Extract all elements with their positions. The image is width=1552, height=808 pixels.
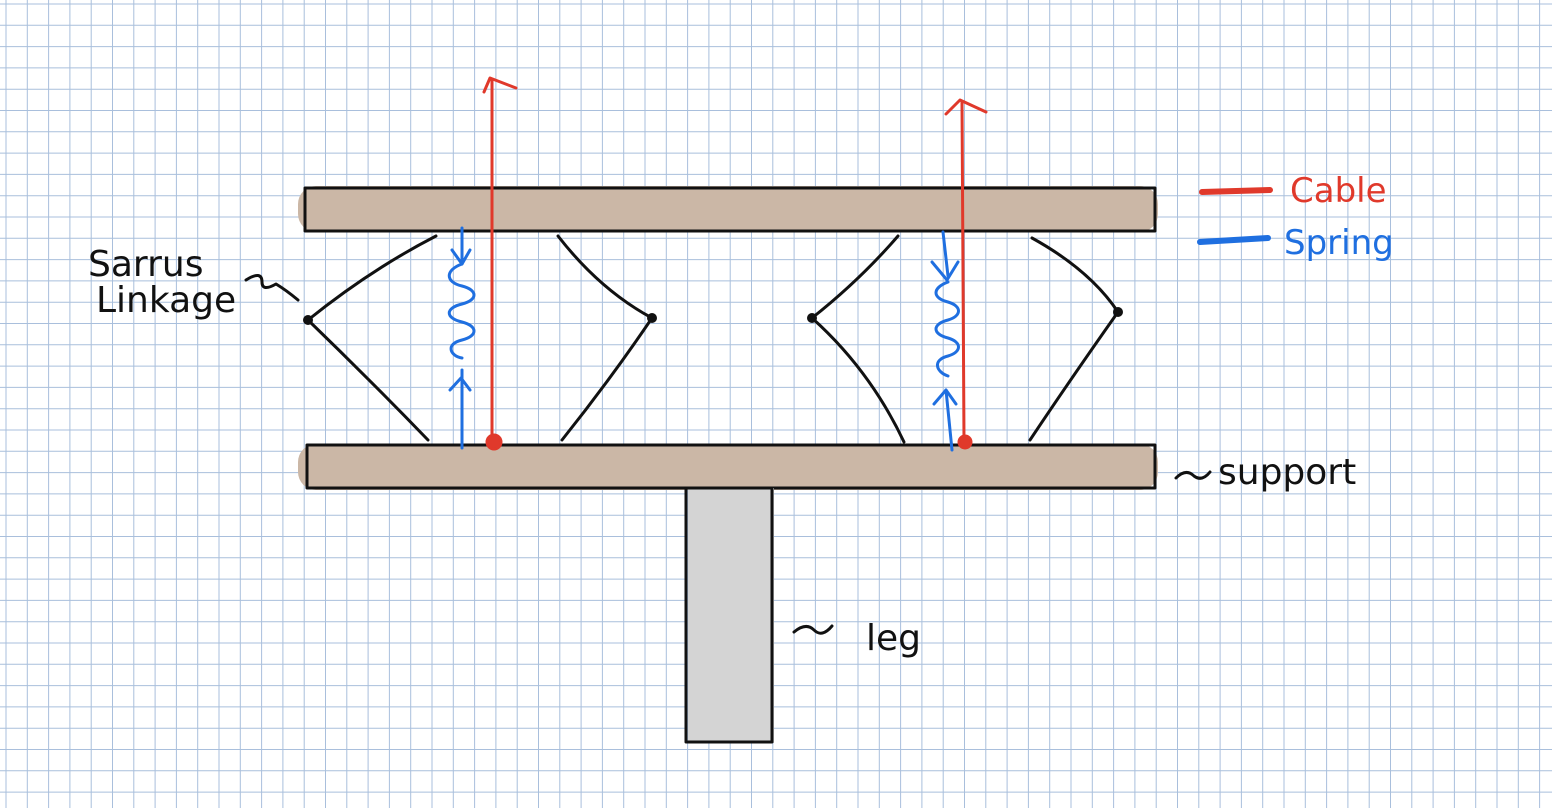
spring-arrow-down: [930, 260, 960, 282]
spring-arrow-up: [448, 376, 472, 392]
sarrus-linkage-label: Sarrus Linkage: [88, 244, 300, 321]
legend-cable-label: Cable: [1290, 171, 1387, 211]
legend-cable-swatch: [1199, 187, 1273, 195]
legend-spring-label: Spring: [1284, 223, 1394, 263]
linkage-arm: [1028, 310, 1120, 442]
spring-coil: [447, 262, 476, 360]
linkage-joint: [647, 313, 657, 323]
right-spring: [930, 230, 960, 452]
left-cable: [482, 76, 518, 451]
left-spring: [447, 226, 476, 450]
legend-spring-swatch: [1197, 235, 1271, 245]
leg-leader-squiggle: [792, 624, 834, 635]
left-linkage-arms: [303, 234, 657, 442]
linkage-arm: [810, 316, 906, 444]
linkage-arm: [1030, 236, 1120, 314]
linkage-arm: [306, 318, 430, 442]
leg: [684, 486, 774, 744]
spring-coil: [934, 280, 960, 378]
linkage-joint: [303, 315, 313, 325]
right-linkage-arms: [807, 234, 1123, 444]
support-leader-squiggle: [1174, 470, 1212, 480]
support-plate: [298, 443, 1158, 490]
sarrus-label-line2: Linkage: [96, 280, 236, 321]
linkage-joint: [807, 313, 817, 323]
sarrus-label-line1: Sarrus: [88, 244, 203, 285]
linkage-arm: [306, 234, 438, 322]
cable-arrow-up: [482, 76, 518, 94]
leg-fill: [688, 488, 774, 743]
leg-outline: [684, 486, 774, 744]
linkage-arm: [560, 316, 654, 442]
leg-label-text: leg: [866, 618, 921, 659]
linkage-arm: [556, 234, 654, 320]
linkage-arm: [810, 234, 900, 320]
leg-label: leg: [792, 618, 921, 659]
right-cable: [944, 98, 988, 450]
cable-arrow-up: [944, 98, 988, 116]
spring-line: [941, 230, 950, 278]
support-label: support: [1174, 452, 1356, 493]
top-plate-fill: [298, 186, 1158, 232]
sarrus-leader-squiggle: [244, 274, 300, 302]
legend: Cable Spring: [1197, 171, 1394, 263]
cable-line: [960, 100, 966, 442]
cable-anchor: [957, 434, 973, 450]
top-plate: [298, 186, 1158, 233]
support-label-text: support: [1218, 452, 1356, 493]
top-plate-outline: [303, 186, 1157, 233]
linkage-joint: [1113, 307, 1123, 317]
support-plate-fill: [298, 444, 1158, 490]
spring-arrow-up: [932, 388, 958, 406]
spring-line: [944, 388, 954, 452]
cable-anchor: [485, 433, 503, 451]
